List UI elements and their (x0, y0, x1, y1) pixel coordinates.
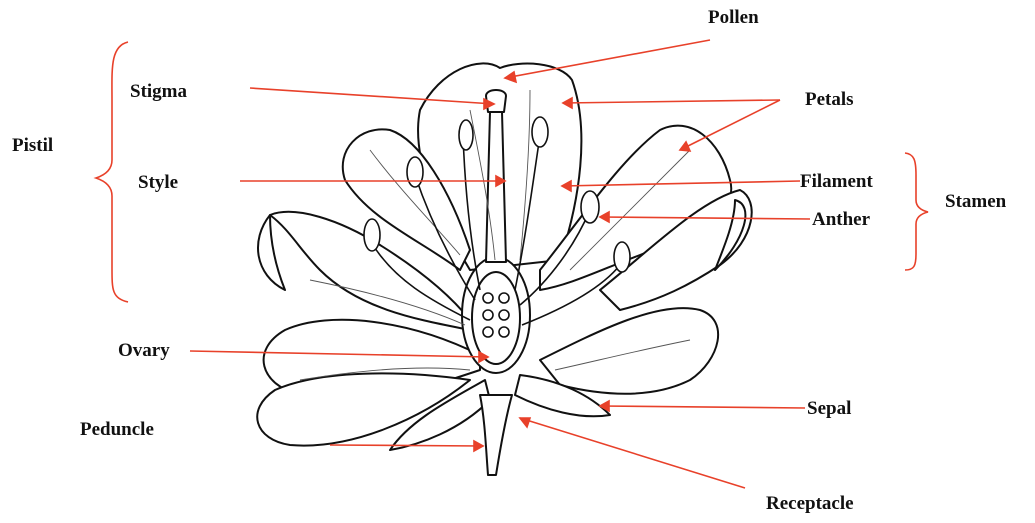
label-ovary: Ovary (118, 341, 170, 360)
peduncle-stalk (480, 395, 512, 475)
label-style: Style (138, 173, 178, 192)
petal-left-curl (258, 215, 285, 290)
label-receptacle: Receptacle (766, 494, 854, 513)
stamen-bracket (905, 153, 928, 270)
label-pollen: Pollen (708, 8, 759, 27)
petal-lower-right (540, 308, 718, 394)
label-anther: Anther (812, 210, 870, 229)
pistil-bracket (96, 42, 128, 302)
label-pistil: Pistil (12, 136, 53, 155)
label-stamen: Stamen (945, 192, 1006, 211)
style-shape (486, 112, 506, 262)
label-filament: Filament (800, 172, 873, 191)
label-stigma: Stigma (130, 82, 187, 101)
label-sepal: Sepal (807, 399, 851, 418)
label-peduncle: Peduncle (80, 420, 154, 439)
label-petals: Petals (805, 90, 854, 109)
